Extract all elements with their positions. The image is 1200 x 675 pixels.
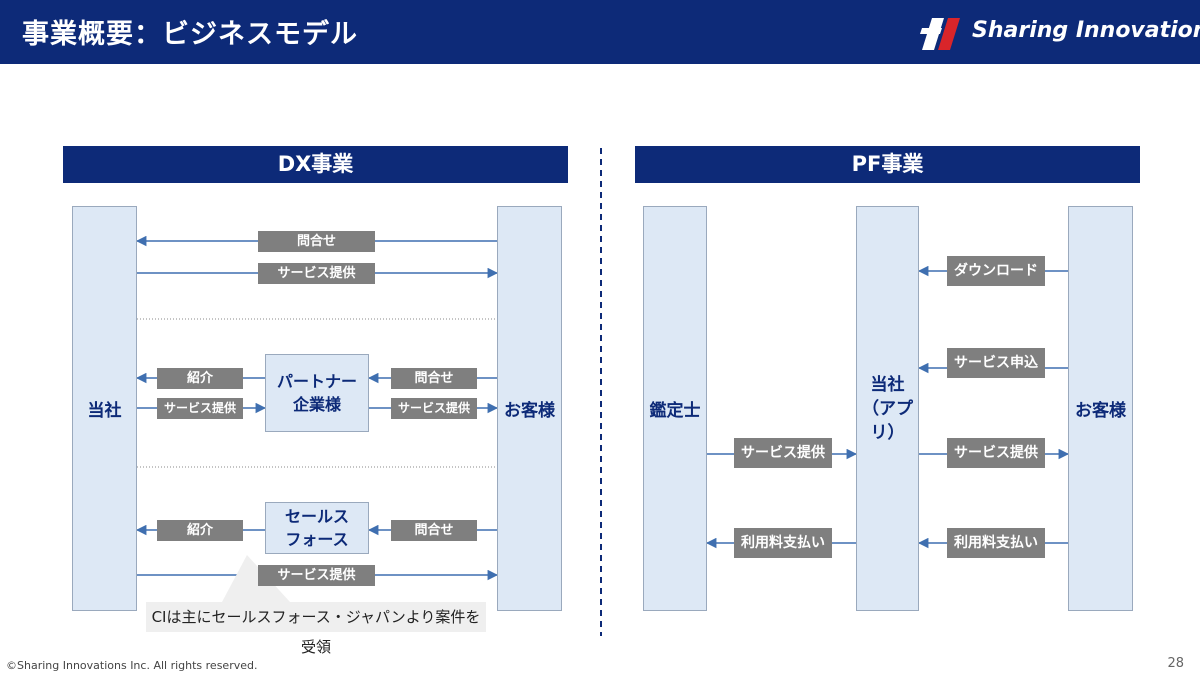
dx-sf-intro-label: 紹介 (157, 520, 243, 541)
dx-customer-box: お客様 (497, 206, 562, 611)
dx-service-label: サービス提供 (258, 263, 375, 284)
pf-service-left-label: サービス提供 (734, 438, 832, 468)
dx-partner-service-left-label: サービス提供 (157, 398, 243, 419)
pf-fee-right-label: 利用料支払い (947, 528, 1045, 558)
pf-fee-left-label: 利用料支払い (734, 528, 832, 558)
dx-partner-inquiry-label: 問合せ (391, 368, 477, 389)
logo-text: Sharing Innovations (972, 18, 1200, 43)
logo-mark-icon (920, 18, 960, 50)
pf-download-label: ダウンロード (947, 256, 1045, 286)
pf-customer-box: お客様 (1068, 206, 1133, 611)
callout-pointer (222, 555, 290, 602)
header-bar: 事業概要：ビジネスモデル Sharing Innovations (0, 0, 1200, 64)
company-logo: Sharing Innovations (918, 14, 1200, 54)
copyright-text: ©Sharing Innovations Inc. All rights res… (6, 659, 258, 672)
dx-sf-inquiry-label: 問合せ (391, 520, 477, 541)
dx-section-title: DX事業 (63, 146, 568, 183)
dx-bottom-service-label: サービス提供 (258, 565, 375, 586)
page-title: 事業概要：ビジネスモデル (22, 19, 358, 50)
dx-partner-intro-label: 紹介 (157, 368, 243, 389)
pf-company-app-box: 当社（アプリ） (856, 206, 919, 611)
pf-service-right-label: サービス提供 (947, 438, 1045, 468)
partner-company-box: パートナー企業様 (265, 354, 369, 432)
pf-appraiser-box: 鑑定士 (643, 206, 707, 611)
dx-company-box: 当社 (72, 206, 137, 611)
pf-apply-label: サービス申込 (947, 348, 1045, 378)
pf-section-title: PF事業 (635, 146, 1140, 183)
dx-partner-service-right-label: サービス提供 (391, 398, 477, 419)
page-number: 28 (1167, 656, 1184, 671)
salesforce-box: セールスフォース (265, 502, 369, 554)
dx-inquiry-label: 問合せ (258, 231, 375, 252)
salesforce-callout: CIは主にセールスフォース・ジャパンより案件を受領 (146, 602, 486, 656)
